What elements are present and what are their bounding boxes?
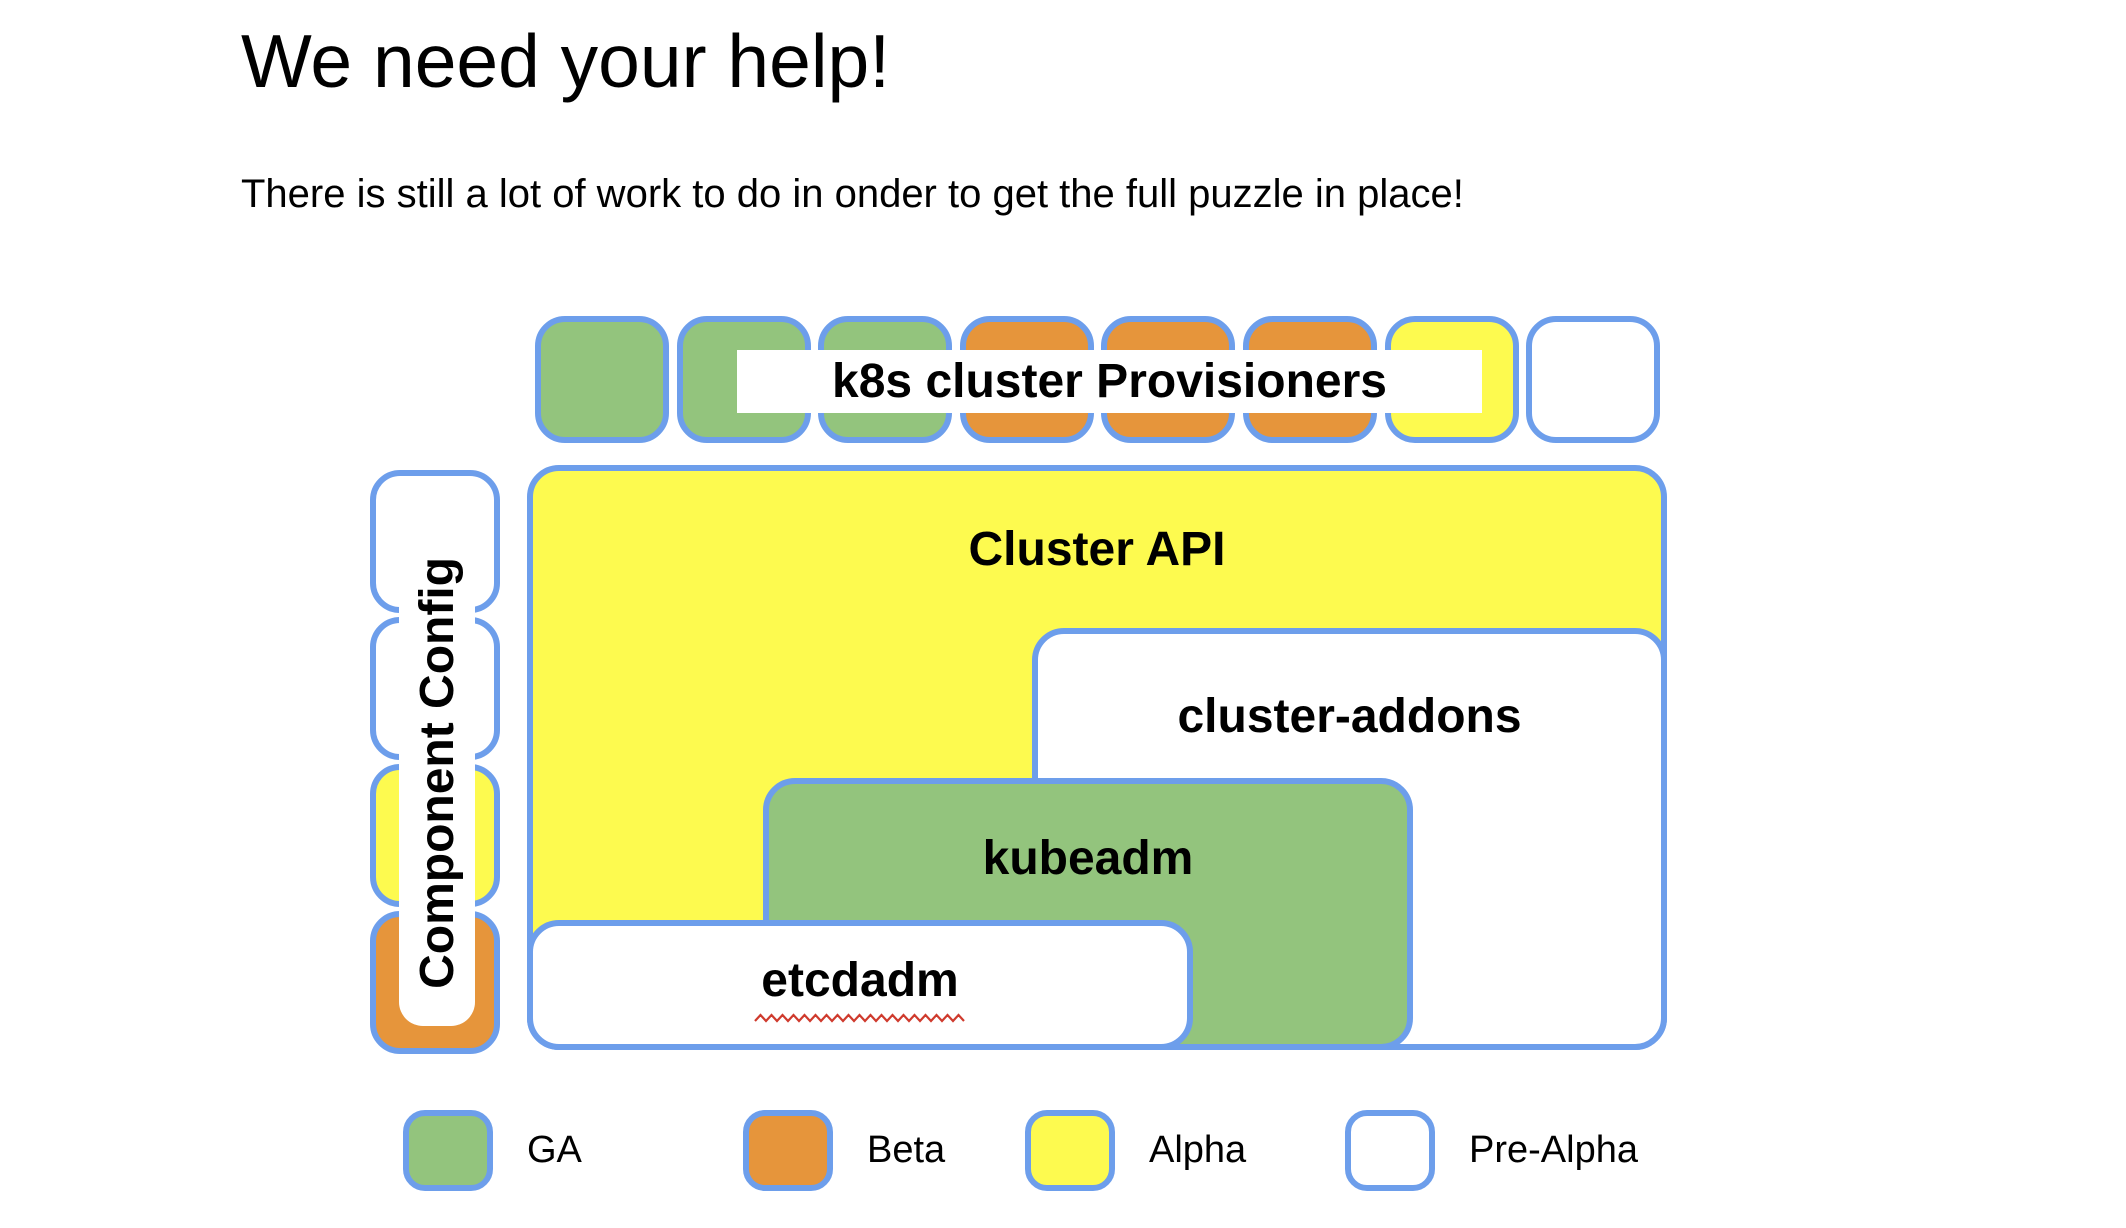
legend-label-alpha: Alpha bbox=[1149, 1129, 1247, 1171]
legend-label-ga: GA bbox=[527, 1129, 582, 1171]
legend-label-beta: Beta bbox=[867, 1129, 946, 1171]
cluster-addons-label: cluster-addons bbox=[1177, 690, 1522, 743]
legend-item-alpha: Alpha bbox=[1025, 1110, 1246, 1191]
provisioner-square-1 bbox=[535, 316, 669, 443]
legend-item-prealpha: Pre-Alpha bbox=[1345, 1110, 1638, 1191]
legend-label-prealpha: Pre-Alpha bbox=[1469, 1129, 1638, 1171]
component-config-label: Component Config bbox=[410, 557, 464, 989]
spellcheck-squiggle-icon bbox=[533, 1012, 1187, 1023]
kubeadm-label: kubeadm bbox=[982, 832, 1194, 885]
slide-title: We need your help! bbox=[241, 19, 891, 103]
cluster-api-label: Cluster API bbox=[968, 523, 1226, 576]
provisioners-label: k8s cluster Provisioners bbox=[832, 355, 1387, 408]
legend-item-beta: Beta bbox=[743, 1110, 945, 1191]
slide-subtitle: There is still a lot of work to do in on… bbox=[241, 172, 1464, 216]
legend-swatch-prealpha bbox=[1345, 1110, 1435, 1191]
legend-swatch-alpha bbox=[1025, 1110, 1115, 1191]
legend-swatch-beta bbox=[743, 1110, 833, 1191]
legend-swatch-ga bbox=[403, 1110, 493, 1191]
etcdadm-label: etcdadm bbox=[761, 954, 959, 1007]
legend-item-ga: GA bbox=[403, 1110, 582, 1191]
etcdadm-box: etcdadm bbox=[527, 920, 1193, 1050]
provisioners-label-band: k8s cluster Provisioners bbox=[737, 350, 1482, 413]
provisioner-square-8 bbox=[1526, 316, 1660, 443]
component-config-label-band: Component Config bbox=[399, 520, 475, 1026]
